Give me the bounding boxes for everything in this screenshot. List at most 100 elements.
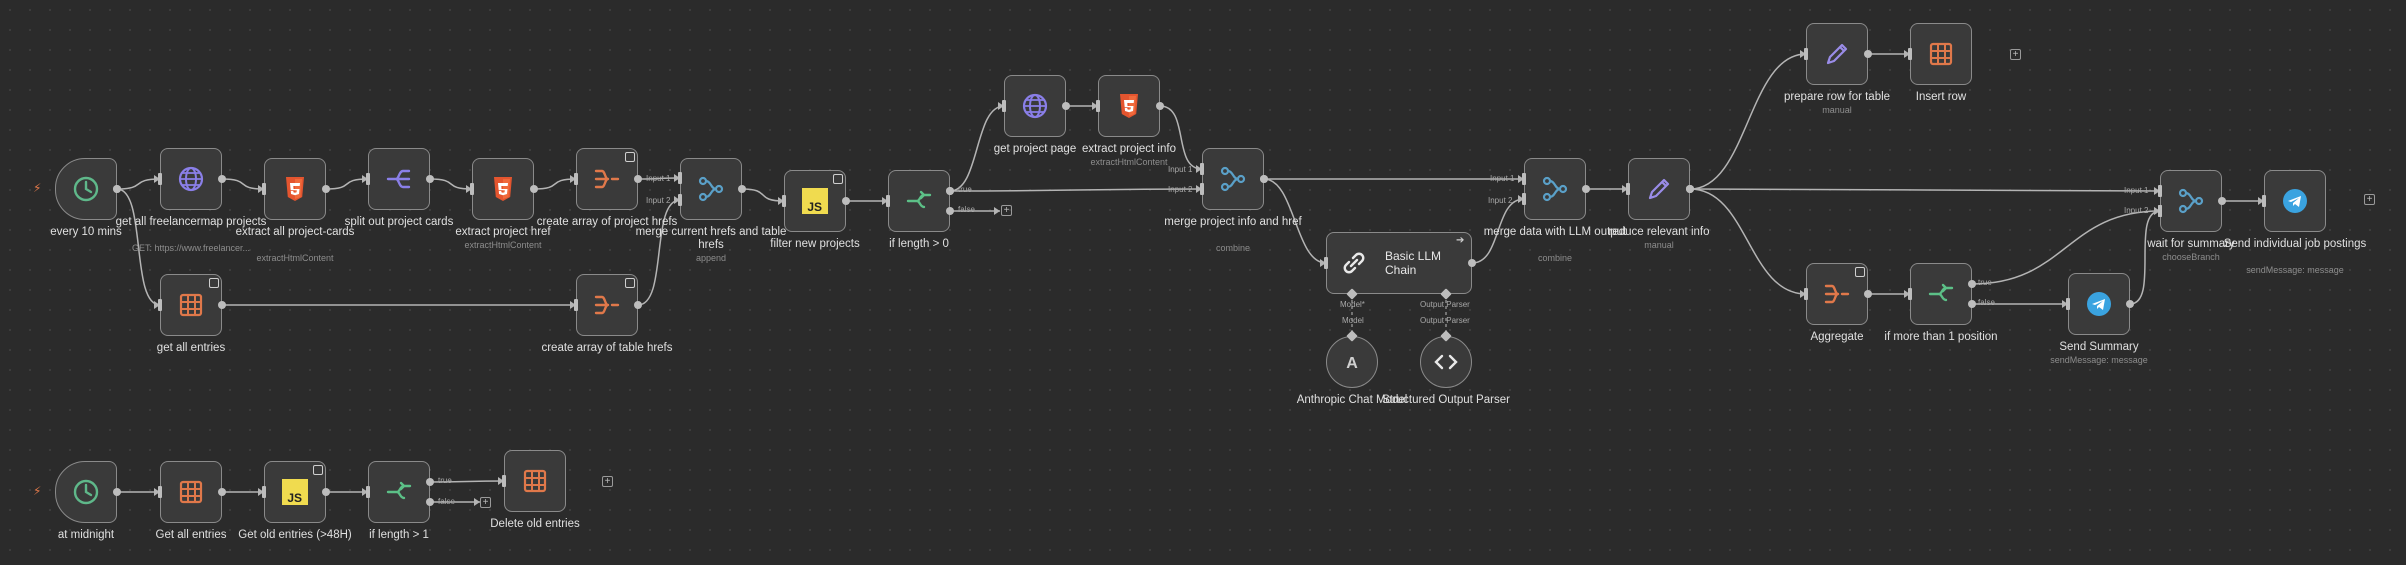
add-node-after-insert-row-button[interactable]: +: [2010, 49, 2021, 60]
node-sendsummary[interactable]: [2068, 273, 2130, 335]
input-handle[interactable]: [262, 183, 266, 195]
connection[interactable]: [741, 188, 785, 202]
node-getallentries2[interactable]: [160, 461, 222, 523]
node-insertrow[interactable]: [1910, 23, 1972, 85]
node-anthropic[interactable]: A: [1326, 336, 1378, 388]
connection[interactable]: [949, 188, 1203, 192]
input-handle[interactable]: [1522, 193, 1526, 205]
input-handle[interactable]: [886, 195, 890, 207]
connection[interactable]: [533, 178, 577, 190]
output-handle[interactable]: [946, 207, 954, 215]
input-handle[interactable]: [2066, 298, 2070, 310]
node-extracthref[interactable]: [472, 158, 534, 220]
add-node-after-send-button[interactable]: +: [2364, 194, 2375, 205]
node-mergecurrent[interactable]: [680, 158, 742, 220]
output-handle[interactable]: [2218, 197, 2226, 205]
output-handle[interactable]: [1468, 259, 1476, 267]
connection[interactable]: [1689, 53, 1807, 190]
input-handle[interactable]: [158, 486, 162, 498]
add-node-after-delete-button[interactable]: +: [602, 476, 613, 487]
node-sendindividual[interactable]: [2264, 170, 2326, 232]
node-reduce[interactable]: [1628, 158, 1690, 220]
node-mergellm[interactable]: [1524, 158, 1586, 220]
output-handle[interactable]: [946, 187, 954, 195]
connection[interactable]: [2129, 210, 2161, 305]
connection[interactable]: [429, 178, 473, 190]
output-handle[interactable]: [1260, 175, 1268, 183]
output-handle[interactable]: [1864, 290, 1872, 298]
node-filternew[interactable]: JS: [784, 170, 846, 232]
input-handle[interactable]: [678, 194, 682, 206]
output-handle[interactable]: [218, 175, 226, 183]
output-handle[interactable]: [634, 175, 642, 183]
input-handle[interactable]: [1200, 183, 1204, 195]
input-handle[interactable]: [1200, 163, 1204, 175]
output-handle[interactable]: [113, 488, 121, 496]
node-waitsummary[interactable]: [2160, 170, 2222, 232]
output-handle[interactable]: [218, 301, 226, 309]
input-handle[interactable]: [1804, 48, 1808, 60]
output-handle[interactable]: [1864, 50, 1872, 58]
input-handle[interactable]: [2158, 185, 2162, 197]
node-splitout[interactable]: [368, 148, 430, 210]
connection[interactable]: [1689, 188, 1807, 295]
connection[interactable]: [429, 480, 505, 483]
output-handle[interactable]: [738, 185, 746, 193]
output-handle[interactable]: [530, 185, 538, 193]
input-handle[interactable]: [2158, 205, 2162, 217]
input-handle[interactable]: [2262, 195, 2266, 207]
output-handle[interactable]: [426, 478, 434, 486]
input-handle[interactable]: [574, 299, 578, 311]
node-extractcards[interactable]: [264, 158, 326, 220]
connection[interactable]: [1689, 188, 2161, 192]
input-handle[interactable]: [366, 486, 370, 498]
output-handle[interactable]: [2126, 300, 2134, 308]
connection[interactable]: [1159, 105, 1203, 170]
output-handle[interactable]: [218, 488, 226, 496]
output-handle[interactable]: [1968, 300, 1976, 308]
input-handle[interactable]: [1522, 173, 1526, 185]
output-handle[interactable]: [1062, 102, 1070, 110]
input-handle[interactable]: [366, 173, 370, 185]
input-handle[interactable]: [1908, 288, 1912, 300]
output-handle[interactable]: [634, 301, 642, 309]
node-getfreelancer[interactable]: [160, 148, 222, 210]
connection[interactable]: [637, 177, 681, 180]
input-handle[interactable]: [1626, 183, 1630, 195]
output-handle[interactable]: [113, 185, 121, 193]
input-handle[interactable]: [262, 486, 266, 498]
add-node-after-false-button[interactable]: +: [1001, 205, 1012, 216]
connection[interactable]: [637, 199, 681, 306]
output-handle[interactable]: [1686, 185, 1694, 193]
input-handle[interactable]: [502, 475, 506, 487]
connection[interactable]: [1471, 198, 1525, 264]
connection[interactable]: [221, 178, 265, 190]
input-handle[interactable]: [1002, 100, 1006, 112]
output-handle[interactable]: [1582, 185, 1590, 193]
output-handle[interactable]: [1968, 280, 1976, 288]
input-handle[interactable]: [1324, 257, 1328, 269]
input-handle[interactable]: [158, 299, 162, 311]
node-extractinfo[interactable]: [1098, 75, 1160, 137]
output-handle[interactable]: [1156, 102, 1164, 110]
input-handle[interactable]: [782, 195, 786, 207]
output-handle[interactable]: [842, 197, 850, 205]
input-handle[interactable]: [470, 183, 474, 195]
connection[interactable]: [325, 178, 369, 190]
input-handle[interactable]: [574, 173, 578, 185]
connection[interactable]: [949, 105, 1005, 192]
input-handle[interactable]: [1908, 48, 1912, 60]
output-handle[interactable]: [322, 185, 330, 193]
node-mergeinfo[interactable]: [1202, 148, 1264, 210]
node-createarrproj[interactable]: [576, 148, 638, 210]
node-getpage[interactable]: [1004, 75, 1066, 137]
output-handle[interactable]: [426, 498, 434, 506]
connection[interactable]: [1971, 210, 2161, 285]
connection[interactable]: [1263, 178, 1327, 264]
connection[interactable]: [116, 188, 161, 306]
node-getold[interactable]: JS: [264, 461, 326, 523]
node-preparerow[interactable]: [1806, 23, 1868, 85]
connection[interactable]: [116, 178, 161, 190]
input-handle[interactable]: [1804, 288, 1808, 300]
